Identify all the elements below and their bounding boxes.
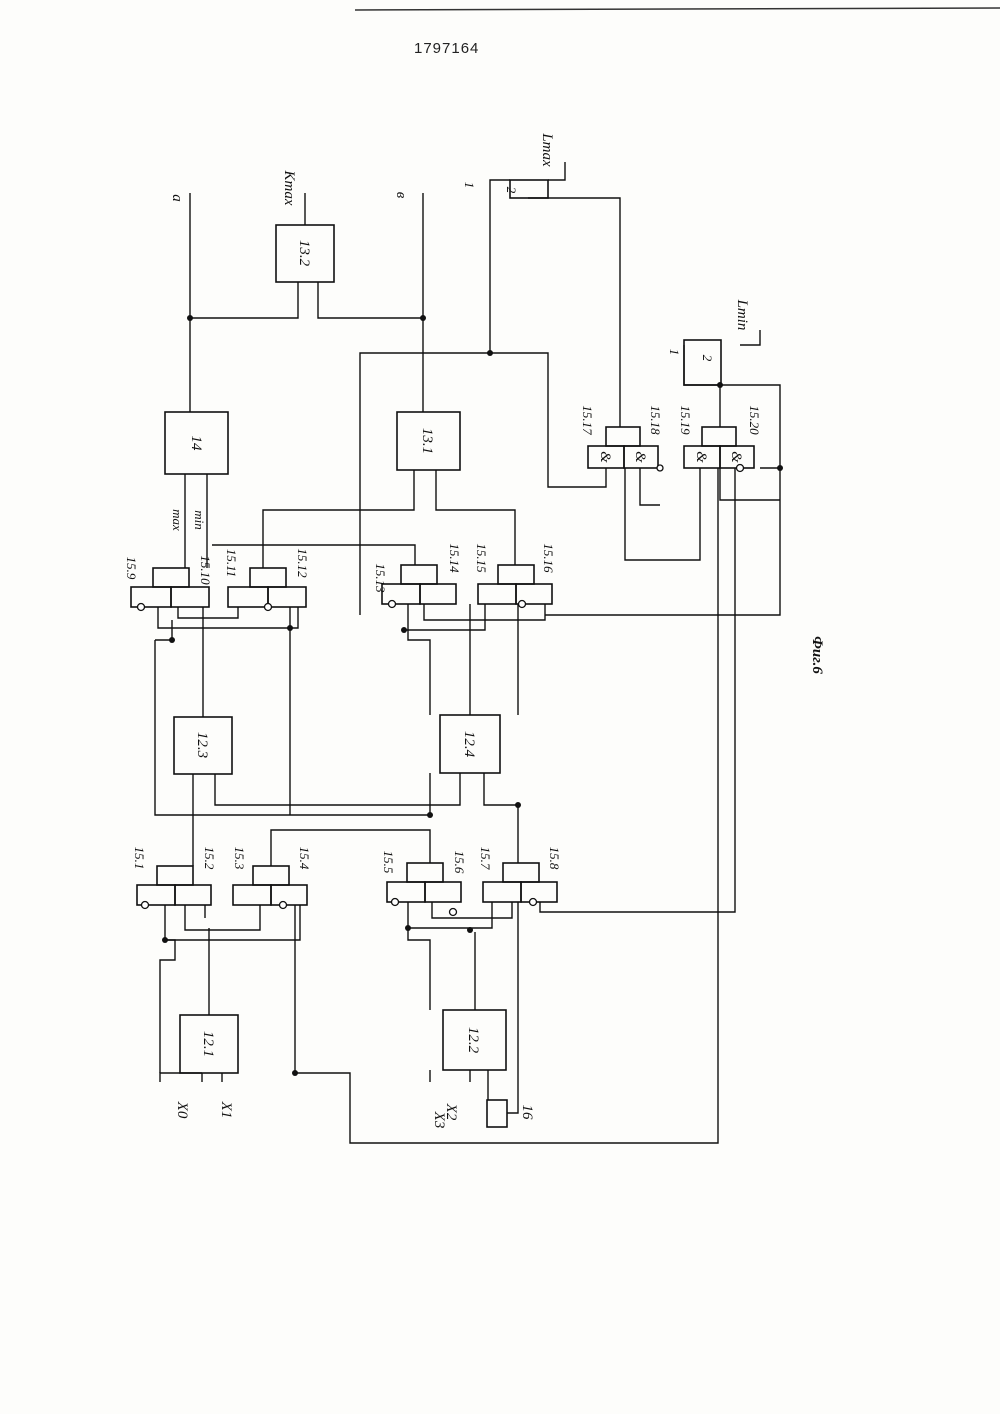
signal-max: max: [170, 509, 185, 531]
signal-x0: X0: [174, 1101, 190, 1119]
block-12-3-label: 12.3: [194, 732, 210, 758]
signal-two-top: 2: [504, 187, 519, 194]
block-13-2-label: 13.2: [296, 240, 312, 267]
signal-lmin: Lmin: [734, 299, 750, 331]
block-16: [487, 1100, 507, 1127]
signal-one-top: 1: [462, 182, 477, 189]
label-15-14: 15.14: [447, 543, 462, 573]
label-15-19: 15.19: [678, 405, 693, 435]
block-13-1-label: 13.1: [419, 428, 435, 454]
label-15-3: 15.3: [232, 847, 247, 870]
block-12-4-label: 12.4: [461, 731, 477, 758]
signal-two-lmin: 2: [700, 355, 715, 362]
cell-row-15-17-15-20: [588, 427, 754, 472]
label-15-17: 15.17: [580, 405, 595, 435]
block-12-1-label: 12.1: [200, 1031, 216, 1057]
label-15-10: 15.10: [198, 555, 213, 585]
signal-min: min: [192, 510, 207, 530]
signal-kmax: Kmax: [281, 170, 297, 206]
label-15-6: 15.6: [452, 851, 467, 874]
signal-lmax: Lmax: [539, 132, 555, 167]
block-12-2-label: 12.2: [465, 1027, 481, 1054]
cell-row-15-13-15-16: [382, 565, 552, 608]
block-16-label: 16: [519, 1105, 535, 1121]
figure-caption: Фиг.6: [809, 636, 825, 674]
block-14-label: 14: [188, 436, 204, 452]
wiring: [155, 162, 780, 1143]
signal-b: в: [393, 192, 409, 199]
label-15-15: 15.15: [474, 543, 489, 573]
label-15-1: 15.1: [132, 847, 147, 870]
label-15-20: 15.20: [747, 405, 762, 435]
signal-x3: X3: [431, 1111, 447, 1129]
label-15-18: 15.18: [648, 405, 663, 435]
label-15-5: 15.5: [381, 851, 396, 874]
label-15-7: 15.7: [478, 847, 493, 870]
cell-row-15-9-15-12: [131, 568, 306, 611]
label-15-9: 15.9: [124, 557, 139, 580]
label-15-11: 15.11: [224, 549, 239, 577]
page-top-rule: [355, 8, 1000, 10]
label-15-12: 15.12: [295, 548, 310, 578]
signal-a: a: [169, 194, 185, 202]
cell-row-15-5-15-8: [387, 863, 557, 916]
and-15-20: &: [728, 451, 744, 463]
label-15-13: 15.13: [373, 563, 388, 593]
and-15-18: &: [632, 451, 648, 463]
label-15-2: 15.2: [202, 847, 217, 870]
label-15-8: 15.8: [547, 847, 562, 870]
and-15-19: &: [693, 451, 709, 463]
signal-x1: X1: [218, 1101, 234, 1119]
label-15-4: 15.4: [297, 847, 312, 870]
cell-row-15-1-15-4: [137, 866, 307, 909]
signal-one-lmin: 1: [667, 349, 682, 356]
label-15-16: 15.16: [541, 543, 556, 573]
and-15-17: &: [597, 451, 613, 463]
